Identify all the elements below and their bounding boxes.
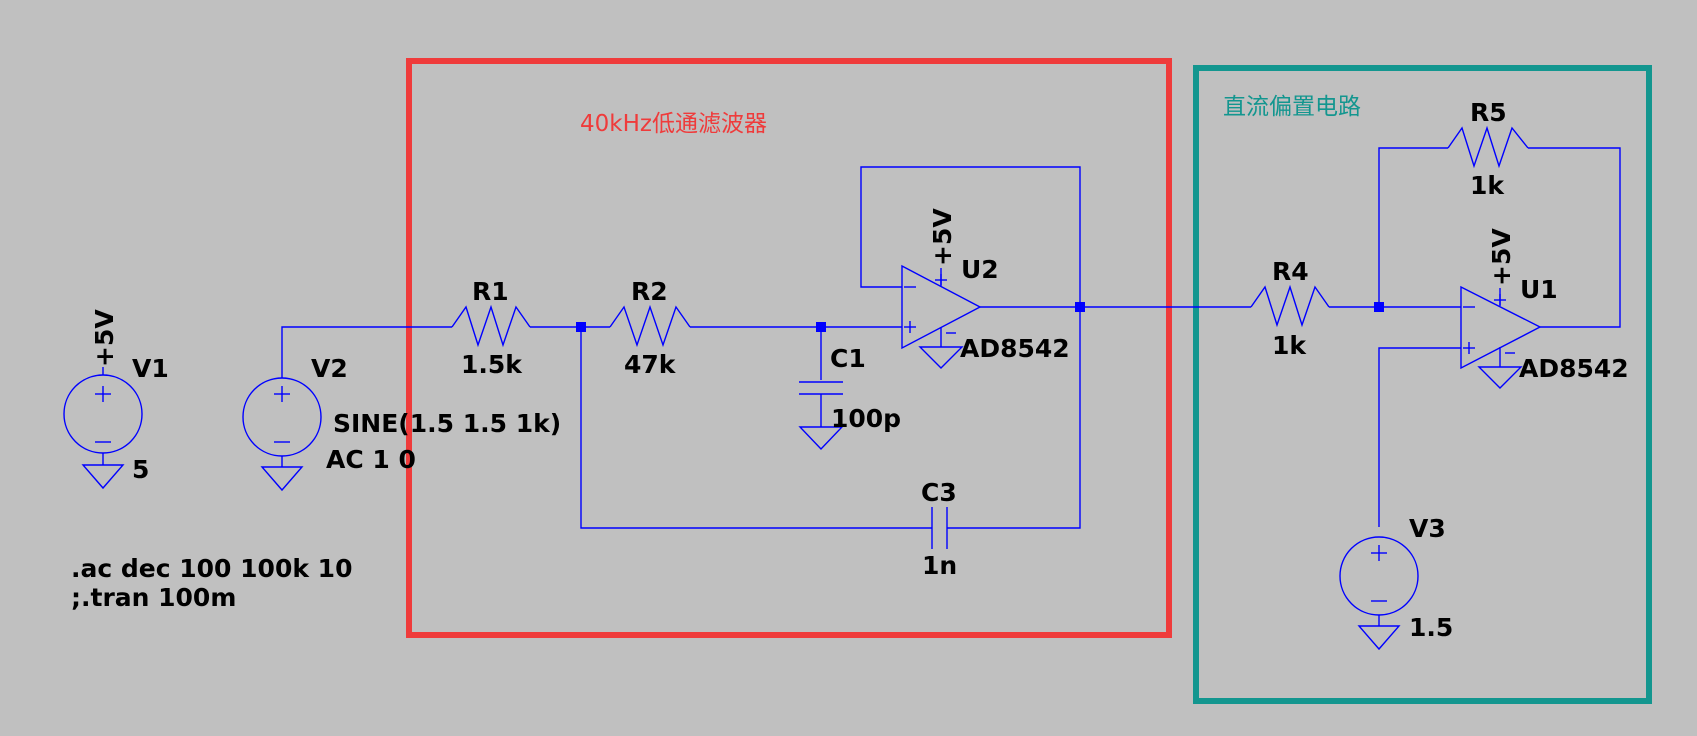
v1-value: 5 <box>132 455 149 484</box>
r1-name: R1 <box>472 277 509 306</box>
junction-dot <box>816 322 826 332</box>
opamp-icon <box>1460 285 1542 389</box>
filter-region-box <box>406 58 1172 638</box>
v2-value: SINE(1.5 1.5 1k) <box>333 409 561 438</box>
component-u2[interactable]: +5V U2 AD8542 <box>901 208 1070 369</box>
component-u1[interactable]: +5V U1 AD8542 <box>1460 228 1629 389</box>
c1-value: 100p <box>831 404 901 433</box>
v1-name: V1 <box>132 354 169 383</box>
spice-directives[interactable]: .ac dec 100 100k 10 ;.tran 100m <box>71 554 352 612</box>
junction-dot <box>1075 302 1085 312</box>
capacitor-icon <box>931 507 948 549</box>
filter-region-title: 40kHz低通滤波器 <box>580 111 767 137</box>
junction-dot <box>576 322 586 332</box>
voltage-source-icon <box>63 367 143 465</box>
voltage-source-icon <box>242 377 322 467</box>
r2-value: 47k <box>624 350 677 379</box>
junction-dots <box>576 302 1384 332</box>
ground-icon <box>260 466 304 492</box>
u1-supply-label: +5V <box>1487 228 1516 286</box>
u2-model: AD8542 <box>960 334 1070 363</box>
u1-model: AD8542 <box>1519 354 1629 383</box>
v3-value: 1.5 <box>1409 613 1453 642</box>
u2-supply-label: +5V <box>928 208 957 266</box>
ground-icon <box>798 426 844 451</box>
c3-value: 1n <box>922 551 957 580</box>
v1-net-label: +5V <box>90 309 119 367</box>
component-r2[interactable]: R2 47k <box>609 277 691 379</box>
v2-name: V2 <box>311 354 348 383</box>
resistor-icon <box>609 304 691 348</box>
component-r4[interactable]: R4 1k <box>1250 257 1330 360</box>
c1-name: C1 <box>830 344 866 373</box>
r1-value: 1.5k <box>461 350 523 379</box>
directive-line: ;.tran 100m <box>71 583 236 612</box>
component-r1[interactable]: R1 1.5k <box>451 277 531 379</box>
directive-line: .ac dec 100 100k 10 <box>71 554 352 583</box>
component-c3[interactable]: C3 1n <box>921 478 957 580</box>
r5-value: 1k <box>1470 171 1505 200</box>
component-r5[interactable]: R5 1k <box>1447 98 1529 200</box>
v3-name: V3 <box>1409 514 1446 543</box>
opamp-icon <box>901 264 982 369</box>
component-v3[interactable]: V3 1.5 <box>1339 514 1453 651</box>
r5-name: R5 <box>1470 98 1507 127</box>
component-v2[interactable]: V2 SINE(1.5 1.5 1k) AC 1 0 <box>242 354 561 492</box>
ground-icon <box>81 464 125 490</box>
voltage-source-icon <box>1339 536 1419 626</box>
r2-name: R2 <box>631 277 668 306</box>
component-v1[interactable]: +5V V1 5 <box>63 309 169 490</box>
capacitor-icon <box>799 381 843 427</box>
resistor-icon <box>451 304 531 348</box>
bias-region-box <box>1193 65 1652 704</box>
resistor-icon <box>1447 125 1529 169</box>
wires <box>281 147 1621 529</box>
v2-ac-value: AC 1 0 <box>326 445 416 474</box>
c3-name: C3 <box>921 478 957 507</box>
component-c1[interactable]: C1 100p <box>798 344 901 451</box>
junction-dot <box>1374 302 1384 312</box>
ground-icon <box>1357 625 1401 651</box>
u2-name: U2 <box>961 255 999 284</box>
r4-name: R4 <box>1272 257 1309 286</box>
resistor-icon <box>1250 284 1330 328</box>
u1-name: U1 <box>1520 275 1558 304</box>
r4-value: 1k <box>1272 331 1307 360</box>
bias-region-title: 直流偏置电路 <box>1223 94 1361 120</box>
